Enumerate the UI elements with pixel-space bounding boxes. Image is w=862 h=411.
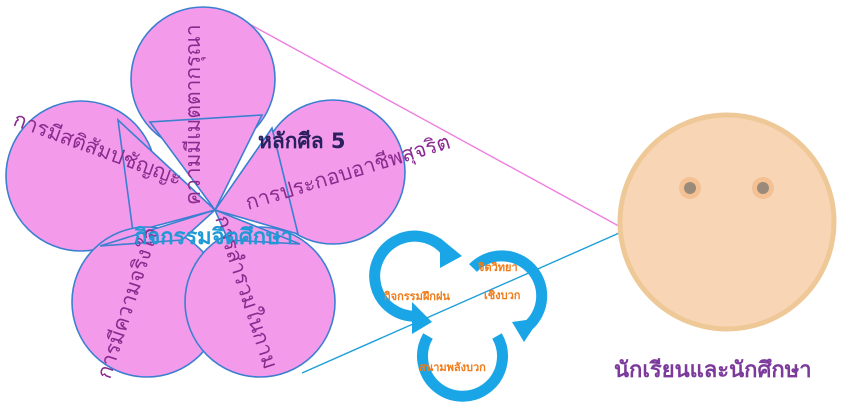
positive-cycle <box>369 230 548 402</box>
arrowhead-2 <box>512 318 540 342</box>
cycle-arrow-right <box>469 250 548 331</box>
connector-line-blue <box>301 229 627 374</box>
center-title: หลักศีล 5 <box>258 129 346 153</box>
connector-line-pink <box>241 19 627 231</box>
cycle-label-positive: เชิงบวก <box>484 289 521 302</box>
flower-caption: กิจกรรมจิตศึกษา <box>134 225 293 250</box>
petal-label-top: ความมีเมตตากรุณา <box>181 24 206 205</box>
petal-bottom-right-tail <box>213 208 301 245</box>
cycle-label-psychology: จิตวิทยา <box>477 261 517 274</box>
right-pupil <box>757 182 769 194</box>
cycle-label-field: สนามพลังบวก <box>419 361 486 374</box>
students-label: นักเรียนและนักศึกษา <box>614 358 812 383</box>
cycle-arrowheads <box>412 238 540 342</box>
left-pupil <box>684 182 696 194</box>
petal-bottom-right <box>184 226 336 378</box>
flower <box>5 6 406 378</box>
cycle-arrow-bottom <box>417 333 508 402</box>
petal-right-tail <box>213 126 300 236</box>
face-circle <box>617 112 837 332</box>
cycle-label-practice: กิจกรรมฝึกฝน <box>384 290 451 303</box>
petal-bottom-left-tail <box>99 209 216 247</box>
smiley-face <box>617 112 837 332</box>
cycle-arrow-left <box>369 230 453 322</box>
petal-top-tail <box>148 114 264 212</box>
arrowhead-3 <box>412 302 432 334</box>
petal-left-tail <box>116 117 217 234</box>
arrowhead-1 <box>440 238 462 268</box>
